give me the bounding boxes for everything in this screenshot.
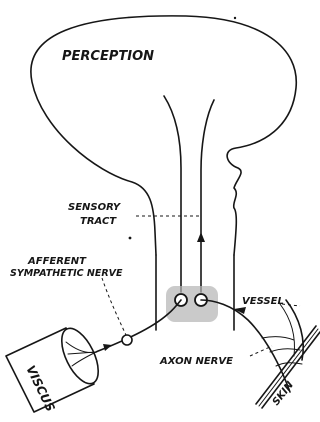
vessel-label: VESSEL <box>242 296 284 307</box>
tract-line-right <box>201 100 214 292</box>
viscus-label: VISCUS <box>23 363 57 414</box>
speck <box>129 237 132 240</box>
afferent-leader <box>102 278 126 335</box>
axon-branch-1 <box>262 337 294 340</box>
viscus-cylinder <box>6 323 106 412</box>
afferent-label-2: SYMPATHETIC NERVE <box>10 268 123 279</box>
afferent-label-1: AFFERENT <box>27 256 87 267</box>
skin-label: SKIN <box>271 379 297 408</box>
afferent-arrow <box>103 344 112 351</box>
sensory-tract-label-2: TRACT <box>80 216 117 227</box>
grey-matter-stipple <box>166 286 218 322</box>
perception-label: PERCEPTION <box>62 49 154 64</box>
axon-nerve-label: AXON NERVE <box>159 356 233 367</box>
speck <box>234 17 236 19</box>
axon-nerve-leader <box>250 346 272 356</box>
sensory-tract-label-1: SENSORY <box>68 202 122 213</box>
tract-arrow <box>197 232 205 242</box>
ganglion-circle <box>122 335 132 345</box>
vessel-line-inner <box>280 304 294 356</box>
axon-branch-3 <box>276 363 302 366</box>
tract-line-left <box>164 96 181 292</box>
